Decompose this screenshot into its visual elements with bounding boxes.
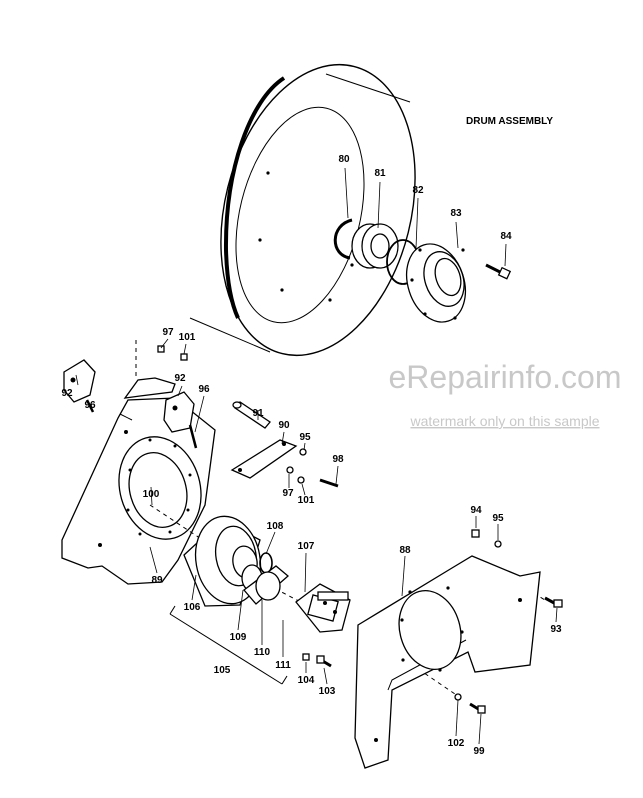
watermark-brand: eRepairinfo.com (389, 359, 622, 395)
callout-96-left: 96 (84, 400, 96, 411)
callout-97-top: 97 (162, 327, 174, 338)
callout-82: 82 (412, 185, 424, 196)
callout-101-top: 101 (179, 332, 196, 343)
callout-102: 102 (448, 738, 465, 749)
snap-ring (333, 218, 353, 260)
callout-92-left: 92 (61, 388, 73, 399)
callout-95-right: 95 (492, 513, 504, 524)
group-bracket-105 (169, 605, 288, 685)
callout-100: 100 (143, 489, 160, 500)
callout-91: 91 (252, 408, 264, 419)
callout-89: 89 (151, 575, 163, 586)
drum (189, 63, 416, 357)
callout-90: 90 (278, 420, 290, 431)
callout-95-mid: 95 (299, 432, 311, 443)
leader-lines (75, 167, 558, 745)
callout-92-right: 92 (174, 373, 186, 384)
small-hardware (85, 345, 339, 488)
retainer-plate (230, 439, 298, 479)
callout-80: 80 (338, 154, 350, 165)
callout-84: 84 (500, 231, 512, 242)
callout-81: 81 (374, 168, 386, 179)
mount-pad-left (63, 359, 96, 403)
callout-105: 105 (214, 665, 231, 676)
frame-bracket (354, 555, 541, 769)
bracket-fasteners (454, 529, 563, 714)
callout-103: 103 (319, 686, 336, 697)
callout-94: 94 (470, 505, 482, 516)
callout-96-right: 96 (198, 384, 210, 395)
bearing (351, 223, 399, 269)
callout-98: 98 (332, 454, 344, 465)
callout-104: 104 (298, 675, 315, 686)
callout-107: 107 (298, 541, 315, 552)
callout-83: 83 (450, 208, 462, 219)
callout-111: 111 (275, 660, 291, 671)
callout-labels: 80 81 82 83 84 97 101 92 96 92 96 91 90 … (61, 154, 562, 757)
callout-106: 106 (184, 602, 201, 613)
pin (232, 401, 271, 429)
bolt (485, 263, 512, 280)
callout-101-mid: 101 (298, 495, 315, 506)
flange-hub (405, 243, 467, 323)
callout-110: 110 (254, 647, 271, 658)
callout-108: 108 (267, 521, 284, 532)
motor (295, 583, 351, 633)
callout-99: 99 (473, 746, 485, 757)
callout-109: 109 (230, 632, 247, 643)
callout-88: 88 (399, 545, 411, 556)
watermark: eRepairinfo.com watermark only on this s… (389, 359, 622, 429)
upper-bracket (123, 377, 176, 399)
diagram-title: DRUM ASSEMBLY (466, 116, 553, 127)
callout-93: 93 (550, 624, 562, 635)
watermark-note: watermark only on this sample (409, 413, 599, 429)
motor-fasteners (302, 653, 332, 668)
callout-97-mid: 97 (282, 488, 294, 499)
spacer-ring (241, 564, 290, 605)
side-plate (61, 397, 216, 585)
